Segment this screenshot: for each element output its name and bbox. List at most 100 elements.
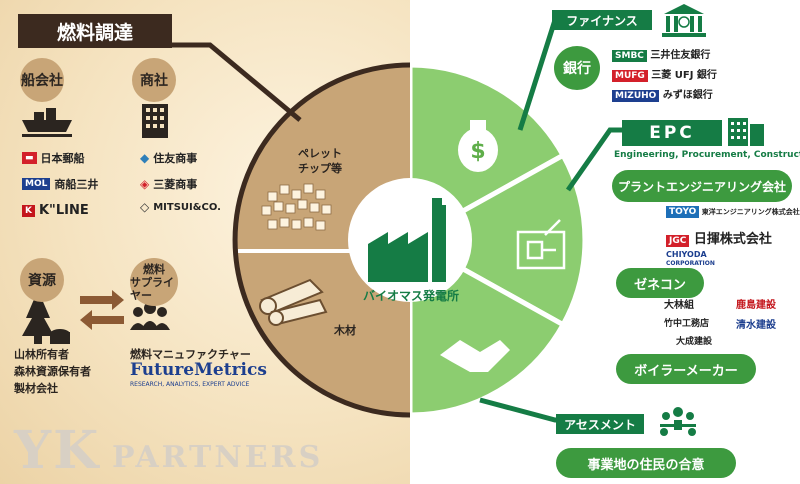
- mufg-badge: MUFG: [612, 70, 648, 82]
- kline-name: K"LINE: [38, 203, 89, 218]
- manufacturer-label: 燃料マニュファクチャー: [130, 348, 251, 361]
- bank-pill-label: 銀行: [563, 61, 591, 77]
- finance-tag: ファイナンス: [552, 10, 652, 30]
- center-circle: [348, 178, 472, 302]
- assembly-icon: [660, 407, 696, 436]
- company-chiyoda: CHIYODA CORPORATION: [666, 250, 715, 268]
- svg-text:$: $: [470, 139, 485, 164]
- mitsubishi-name: 三菱商事: [153, 178, 198, 191]
- mitsui-name: MITSUI&CO.: [153, 201, 221, 213]
- pellet-label-1: ペレット: [298, 147, 342, 160]
- company-toyo: TOYO 東洋エンジニアリング株式会社: [666, 206, 800, 218]
- wood-label: 木材: [334, 324, 356, 337]
- company-obayashi: 大林組: [664, 300, 694, 311]
- company-jgc: JGC 日揮株式会社: [666, 228, 772, 247]
- company-kajima: 鹿島建設: [736, 300, 776, 311]
- epc-building-icon: [728, 118, 764, 146]
- futuremetrics-name: FutureMetrics: [130, 360, 267, 380]
- chiyoda-sub: CORPORATION: [666, 260, 715, 267]
- suppliers-label-2: サプライヤー: [130, 275, 174, 302]
- assessment-tag: アセスメント: [556, 414, 644, 434]
- company-taisei: 大成建設: [676, 337, 713, 347]
- residents-consent-label: 事業地の住民の合意: [587, 457, 705, 473]
- ship-icon: [22, 108, 72, 137]
- plant-engineering-pill: プラントエンジニアリング会社: [612, 170, 792, 202]
- general-contractor-label: ゼネコン: [634, 277, 686, 293]
- blueprint-icon: [516, 219, 566, 270]
- shipping-label: 船会社: [21, 73, 63, 89]
- owner-forest: 山林所有者: [14, 348, 69, 361]
- handshake-icon: [440, 340, 510, 372]
- bank-mufg: MUFG 三菱 UFJ 銀行: [612, 66, 717, 82]
- shipping-circle: 船会社: [20, 58, 64, 102]
- mol-logo-icon: MOL: [22, 178, 51, 190]
- sumitomo-name: 住友商事: [153, 152, 198, 165]
- pellet-label-2: チップ等: [298, 162, 342, 175]
- office-building-icon: [142, 104, 168, 138]
- fuel-procurement-label: 燃料調達: [56, 21, 133, 44]
- kline-logo-icon: K: [22, 204, 35, 217]
- arrow-left-icon: [80, 310, 124, 330]
- mizuho-name: みずほ銀行: [662, 90, 713, 101]
- brand-partners: PARTNERS: [112, 440, 324, 475]
- owner-sawmill: 製材会社: [14, 382, 58, 395]
- mitsui-logo-icon: ◇: [140, 200, 150, 214]
- owner-forest-resources: 森林資源保有者: [14, 365, 91, 378]
- nyk-logo-icon: ▬: [22, 152, 37, 164]
- center-label: バイオマス発電所: [362, 289, 459, 303]
- company-shimizu: 清水建設: [736, 320, 776, 331]
- bank-icon: [662, 4, 706, 37]
- suppliers-circle: 燃料 サプライヤー: [130, 258, 178, 306]
- company-mol: MOL 商船三井: [22, 176, 98, 192]
- assessment-tag-label: アセスメント: [564, 417, 636, 432]
- epc-tag-label: EPC: [649, 123, 695, 143]
- epc-subtitle: Engineering, Procurement, Construction: [614, 150, 800, 160]
- connector-fuel: [100, 42, 302, 122]
- money-bag-icon: $: [458, 120, 498, 172]
- brand-yk: YK: [14, 420, 101, 481]
- fuel-procurement-tag: 燃料調達: [18, 14, 172, 48]
- plant-engineering-label: プラントエンジニアリング会社: [617, 179, 786, 194]
- mufg-name: 三菱 UFJ 銀行: [651, 70, 717, 81]
- resource-owners-list: 山林所有者 森林資源保有者 製材会社: [14, 346, 91, 397]
- ring-segment-fuel: [235, 65, 410, 415]
- jgc-name: 日揮株式会社: [693, 232, 772, 247]
- chiyoda-name: CHIYODA: [666, 250, 707, 259]
- smbc-name: 三井住友銀行: [650, 50, 711, 61]
- mizuho-badge: MIZUHO: [612, 90, 660, 102]
- logs-icon: [259, 278, 328, 326]
- company-mitsui: ◇ MITSUI&CO.: [140, 200, 221, 214]
- sumitomo-logo-icon: ◆: [140, 151, 150, 165]
- boiler-maker-pill: ボイラーメーカー: [616, 354, 756, 384]
- jgc-badge: JGC: [666, 235, 690, 247]
- pellet-label: ペレット チップ等: [298, 146, 342, 176]
- mitsubishi-logo-icon: ◈: [140, 177, 150, 191]
- power-plant-icon: [368, 198, 446, 282]
- trading-label: 商社: [140, 73, 168, 89]
- company-sumitomo: ◆ 住友商事: [140, 150, 197, 166]
- resources-circle: 資源: [20, 258, 64, 302]
- arrow-right-icon: [80, 290, 124, 310]
- bank-smbc: SMBC 三井住友銀行: [612, 46, 710, 62]
- pellets-icon: [261, 183, 332, 231]
- residents-consent-pill: 事業地の住民の合意: [556, 448, 736, 478]
- nyk-name: 日本郵船: [40, 152, 85, 165]
- resources-label: 資源: [28, 273, 56, 289]
- outer-arc: [232, 62, 411, 418]
- suppliers-label-1: 燃料: [143, 262, 165, 276]
- people-icon: [130, 302, 170, 330]
- bank-pill: 銀行: [554, 46, 600, 90]
- epc-tag: EPC: [622, 120, 722, 146]
- bank-mizuho: MIZUHO みずほ銀行: [612, 86, 713, 102]
- mol-name: 商船三井: [54, 178, 99, 191]
- toyo-badge: TOYO: [666, 206, 700, 218]
- company-takenaka: 竹中工務店: [664, 319, 710, 329]
- futuremetrics-tagline: RESEARCH, ANALYTICS, EXPERT ADVICE: [130, 381, 250, 388]
- company-nyk: ▬ 日本郵船: [22, 150, 85, 166]
- finance-tag-label: ファイナンス: [566, 13, 638, 28]
- company-kline: K K"LINE: [22, 203, 89, 218]
- smbc-badge: SMBC: [612, 50, 647, 62]
- trading-circle: 商社: [132, 58, 176, 102]
